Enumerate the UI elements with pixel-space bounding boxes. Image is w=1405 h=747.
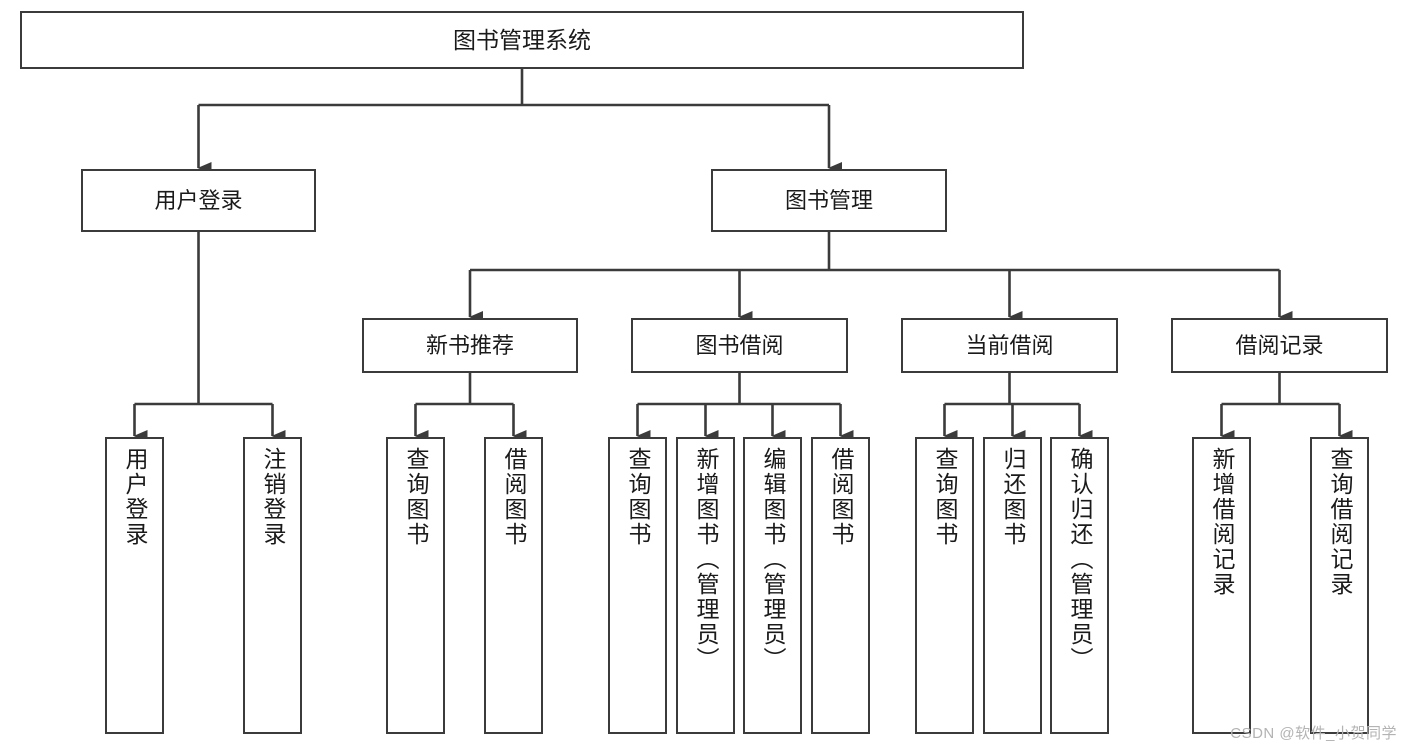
node-current-borrow-label: 当前借阅 <box>965 332 1054 358</box>
node-leaf-edit-book[interactable]: 编辑图书（管理员） <box>743 437 802 734</box>
node-leaf-query-book-1[interactable]: 查询图书 <box>386 437 445 734</box>
node-leaf-query-book-2-label: 查询图书 <box>625 447 651 547</box>
node-leaf-return-book-label: 归还图书 <box>1000 447 1026 547</box>
node-leaf-query-record-label: 查询借阅记录 <box>1327 447 1353 597</box>
node-user-login-label: 用户登录 <box>154 187 243 213</box>
node-leaf-query-book-3[interactable]: 查询图书 <box>915 437 974 734</box>
node-borrow-record-label: 借阅记录 <box>1235 332 1324 358</box>
node-borrow-record[interactable]: 借阅记录 <box>1171 318 1388 373</box>
node-leaf-query-book-1-label: 查询图书 <box>403 447 429 547</box>
node-leaf-query-book-2[interactable]: 查询图书 <box>608 437 667 734</box>
node-leaf-query-book-3-label: 查询图书 <box>932 447 958 547</box>
node-book-manage[interactable]: 图书管理 <box>711 169 947 232</box>
node-leaf-logout[interactable]: 注销登录 <box>243 437 302 734</box>
node-leaf-add-book-label: 新增图书（管理员） <box>693 447 719 672</box>
node-leaf-add-record[interactable]: 新增借阅记录 <box>1192 437 1251 734</box>
node-leaf-logout-label: 注销登录 <box>260 447 286 547</box>
node-leaf-borrow-book-2-label: 借阅图书 <box>828 447 854 547</box>
node-leaf-user-login[interactable]: 用户登录 <box>105 437 164 734</box>
node-user-login[interactable]: 用户登录 <box>81 169 316 232</box>
node-leaf-query-record[interactable]: 查询借阅记录 <box>1310 437 1369 734</box>
node-book-manage-label: 图书管理 <box>784 187 873 213</box>
node-current-borrow[interactable]: 当前借阅 <box>901 318 1118 373</box>
node-root[interactable]: 图书管理系统 <box>20 11 1024 69</box>
node-leaf-add-record-label: 新增借阅记录 <box>1209 447 1235 597</box>
node-leaf-borrow-book-2[interactable]: 借阅图书 <box>811 437 870 734</box>
node-leaf-return-book[interactable]: 归还图书 <box>983 437 1042 734</box>
node-book-borrow[interactable]: 图书借阅 <box>631 318 848 373</box>
node-new-book-rec[interactable]: 新书推荐 <box>362 318 578 373</box>
node-new-book-rec-label: 新书推荐 <box>425 332 514 358</box>
node-root-label: 图书管理系统 <box>453 26 591 53</box>
node-book-borrow-label: 图书借阅 <box>695 332 784 358</box>
node-leaf-confirm-return[interactable]: 确认归还（管理员） <box>1050 437 1109 734</box>
node-leaf-add-book[interactable]: 新增图书（管理员） <box>676 437 735 734</box>
node-leaf-edit-book-label: 编辑图书（管理员） <box>760 447 786 672</box>
node-leaf-borrow-book-1-label: 借阅图书 <box>501 447 527 547</box>
node-leaf-user-login-label: 用户登录 <box>122 447 148 547</box>
node-leaf-borrow-book-1[interactable]: 借阅图书 <box>484 437 543 734</box>
node-leaf-confirm-return-label: 确认归还（管理员） <box>1067 447 1093 672</box>
